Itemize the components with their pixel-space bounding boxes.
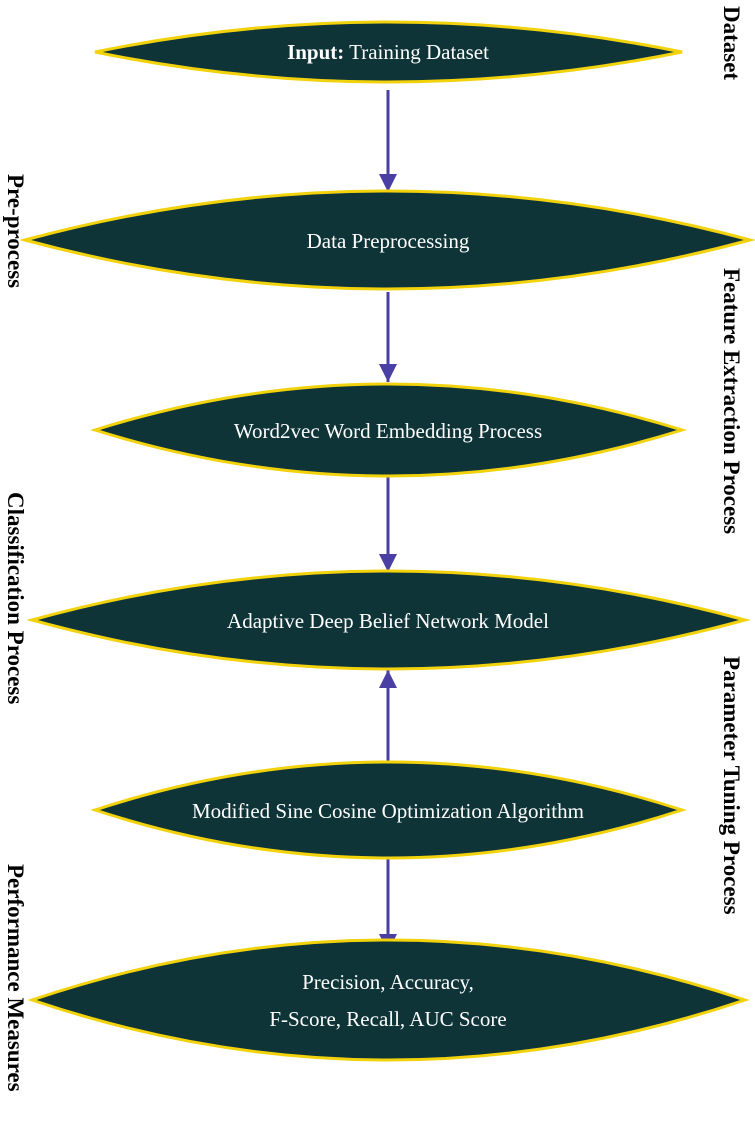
node-input-label: Input: Training Dataset <box>287 40 489 64</box>
node-input-text: Training Dataset <box>344 40 489 64</box>
node-measures-line1: Precision, Accuracy, <box>302 970 474 994</box>
node-msco-label: Modified Sine Cosine Optimization Algori… <box>192 799 584 823</box>
side-label-feature-extraction: Feature Extraction Process <box>719 268 744 534</box>
side-label-preprocess: Pre-process <box>3 174 28 288</box>
node-preprocessing-label: Data Preprocessing <box>307 229 470 253</box>
node-input-shape <box>94 20 683 84</box>
side-label-classification: Classification Process <box>3 492 28 704</box>
node-measures-shape <box>27 938 750 1062</box>
side-label-performance: Performance Measures <box>3 864 28 1092</box>
node-msco-shape <box>90 760 687 860</box>
node-measures-line2: F-Score, Recall, AUC Score <box>269 1007 506 1031</box>
node-adbn-label: Adaptive Deep Belief Network Model <box>227 609 549 633</box>
side-label-dataset: Dataset <box>719 6 744 80</box>
node-embedding-label: Word2vec Word Embedding Process <box>234 419 542 443</box>
side-label-parameter-tuning: Parameter Tuning Process <box>719 656 744 915</box>
node-embedding-shape <box>89 382 688 478</box>
node-preprocessing-shape <box>19 189 755 291</box>
node-adbn-shape <box>26 569 751 671</box>
node-input-bold: Input: <box>287 40 344 64</box>
